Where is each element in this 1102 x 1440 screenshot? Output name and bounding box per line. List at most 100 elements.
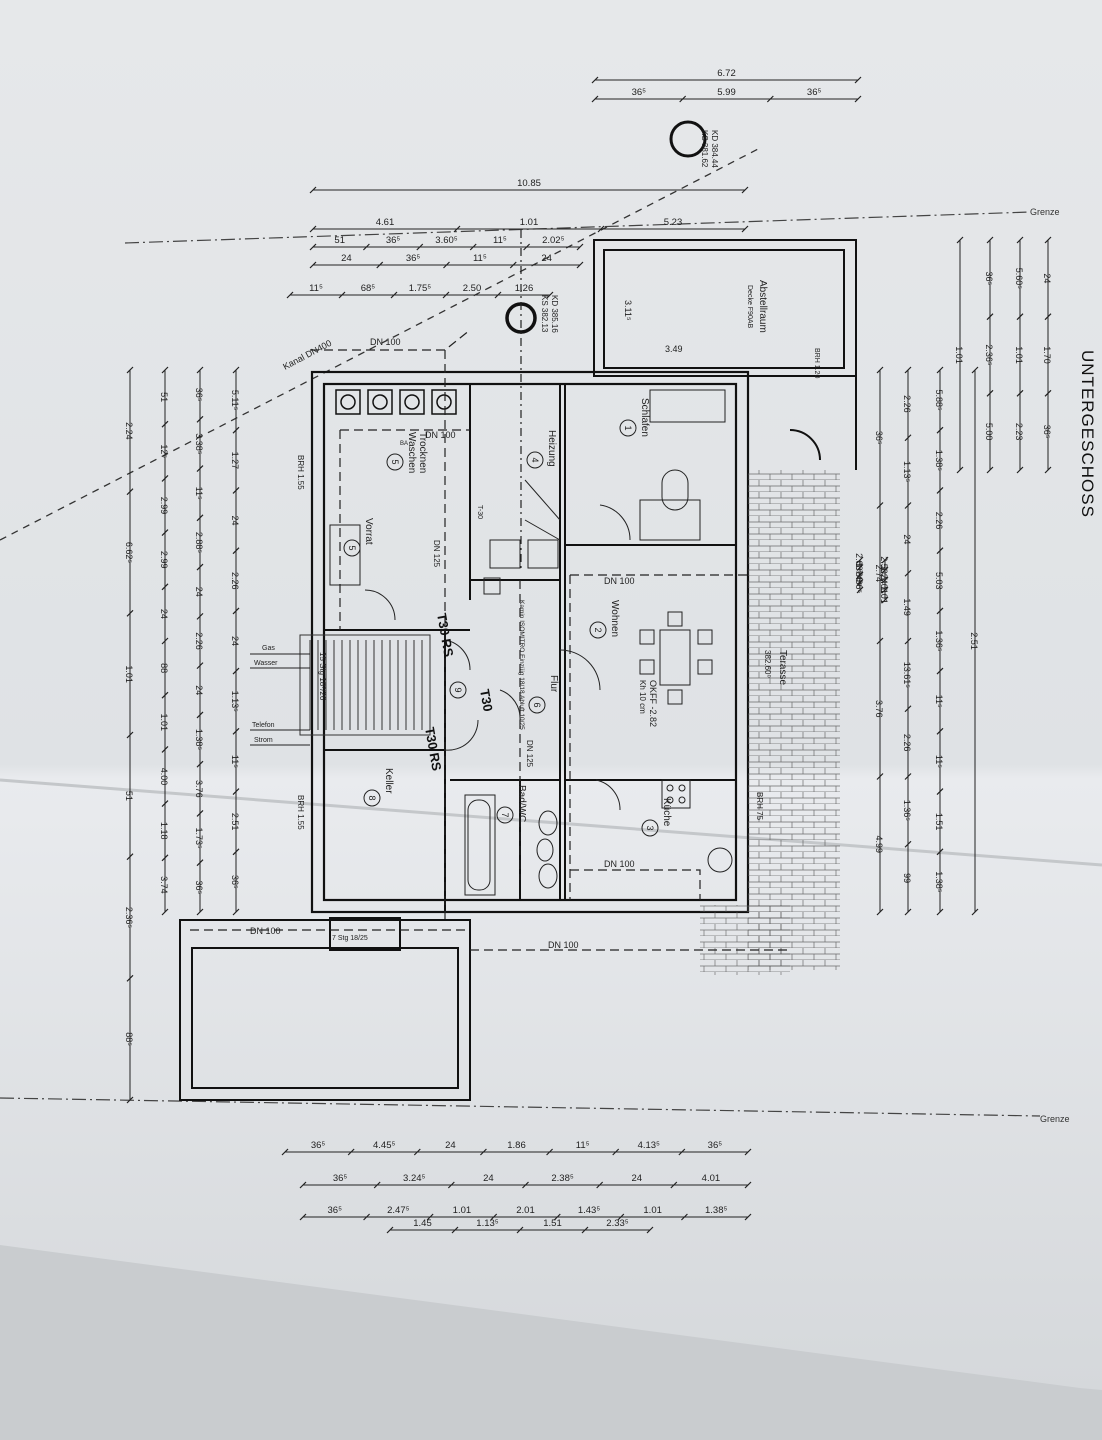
dimension-tick (447, 1181, 455, 1189)
dimension-label: 6.72 (717, 68, 736, 79)
dimension-tick (416, 243, 424, 251)
dimension-tick (196, 465, 204, 472)
dimension-tick (856, 579, 864, 586)
dimension-tick (161, 583, 169, 591)
dimension-tick (196, 662, 204, 670)
dimension-label: 2.38⁵ (551, 1173, 573, 1184)
terrace-paving (748, 470, 840, 970)
room-name: Trocknen (417, 432, 428, 473)
dimension-label: 11⁵ (309, 283, 323, 294)
pipe-label: DN 100 (604, 576, 635, 586)
dimension-tick (546, 1148, 553, 1156)
boundary-label: Grenze (1040, 1114, 1070, 1124)
dimension-label: 2.33⁵ (606, 1218, 628, 1229)
dimension-label: 51 (124, 791, 134, 801)
dimension-label: 99 (902, 873, 912, 883)
manhole-icon (669, 120, 707, 158)
paper-fold (0, 778, 1102, 867)
dimension-label: 5.60⁵ (1014, 268, 1024, 290)
dimension-tick (744, 1181, 752, 1189)
dimension-tick (679, 95, 687, 103)
dimension-label: 5.99 (717, 87, 736, 98)
dimension-label: 36⁵ (632, 87, 647, 98)
dimension-tick (576, 243, 584, 251)
dimension-tick (904, 773, 912, 780)
dimension-tick (936, 667, 944, 675)
dimension-tick (161, 529, 169, 537)
dimension-tick (766, 95, 774, 103)
dimension-label: 11⁵ (493, 235, 507, 246)
dimension-label: 1.26 (515, 283, 534, 294)
manhole-label: KD 385.16 (550, 295, 559, 333)
dimension-label: 11⁵ (230, 755, 240, 768)
utility-lines (250, 653, 310, 746)
dimension-tick (196, 760, 204, 768)
dimension-tick (904, 908, 912, 916)
dimension-label: 36⁵ (708, 1140, 723, 1151)
dimension-tick (546, 291, 554, 299)
appliance-icons (335, 389, 457, 415)
handwritten-note: T30 (477, 688, 496, 713)
room-number-circle (496, 806, 514, 824)
dimension-tick (161, 745, 169, 753)
dimension-label: 1.36⁵ (934, 630, 944, 652)
dimension-tick (956, 236, 964, 244)
dimension-tick (904, 502, 912, 509)
manhole-label: KD 384.44 (710, 130, 719, 168)
dimension-tick (494, 291, 502, 299)
dimension-label: 24 (194, 685, 204, 695)
dimension-label: 1.13⁵ (902, 461, 912, 483)
dimension-tick (299, 1181, 307, 1189)
dimension-tick (286, 291, 294, 299)
dimension-tick (876, 773, 884, 780)
dimension-tick (986, 313, 994, 321)
dimension-tick (523, 243, 531, 251)
room-number: 5 (390, 459, 400, 464)
dimension-label: 36⁵ (194, 388, 204, 402)
dimensions-right: 1.0136⁵2.36⁵5.005.60⁵1.012.23241.7036⁵36… (854, 236, 1052, 916)
pipe-label: DN 100 (548, 940, 579, 950)
dimension-label: 1.73⁵ (194, 827, 204, 849)
dimension-label: 1.27 (230, 452, 240, 470)
dimension-tick (854, 95, 862, 103)
annex-brh: BRH 1.20 (813, 348, 820, 378)
pipe-label: DN 100 (604, 859, 635, 869)
dimension-tick (876, 502, 884, 509)
dimension-label: 5.11⁵ (230, 390, 240, 411)
room-number: 5 (347, 545, 357, 550)
sill-height: BRH 1.55 (296, 795, 305, 830)
dimension-label: 3.74 (159, 876, 169, 894)
utility-gas: Gas (262, 645, 275, 652)
terrace-label: Terasse (777, 650, 788, 685)
dimension-tick (1044, 313, 1052, 321)
room-number-circle (641, 819, 659, 837)
dimension-tick (232, 366, 240, 374)
dimension-tick (426, 1213, 434, 1221)
dimension-tick (986, 466, 994, 474)
dimension-label: 24 (230, 516, 240, 526)
dimension-tick (161, 366, 169, 374)
dimension-tick (670, 1181, 678, 1189)
dimension-label: 2.74 (874, 564, 884, 582)
stairs (299, 634, 431, 736)
pipe-label: DN 125 (525, 740, 534, 768)
dimension-tick (881, 596, 889, 604)
dimension-tick (232, 667, 240, 675)
dimension-label: 1.75⁵ (409, 283, 431, 294)
dimension-label: 1.01 (159, 714, 169, 732)
dimension-tick (1016, 389, 1024, 397)
dimension-tick (232, 788, 240, 795)
dimension-label: 10.85 (517, 178, 541, 189)
dimension-label: 36⁵ (854, 572, 864, 586)
annex-width: 3.49 (665, 344, 683, 354)
dimension-tick (126, 609, 134, 617)
dimension-tick (161, 474, 169, 482)
room-number-circle (363, 789, 381, 807)
dimension-label: 11⁵ (194, 487, 204, 500)
dimension-label: 2.26 (194, 632, 204, 650)
dimension-tick (161, 691, 169, 699)
dimension-tick (196, 711, 204, 719)
dimension-label: 11⁵ (576, 1140, 590, 1151)
dimension-tick (490, 1213, 498, 1221)
dimension-tick (126, 488, 134, 496)
